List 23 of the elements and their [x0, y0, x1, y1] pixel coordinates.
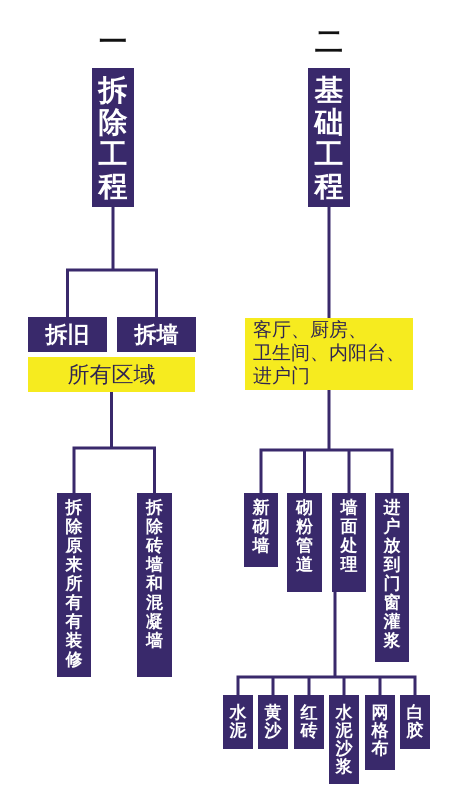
connector-line — [328, 207, 330, 318]
task-box: 拆除原来所有有装修 — [57, 493, 91, 677]
section-number: 二 — [314, 28, 344, 56]
heading-box: 基础工程 — [308, 68, 350, 207]
material-box: 网格布 — [365, 695, 395, 770]
material-box: 红砖 — [294, 695, 324, 749]
connector-line — [110, 392, 156, 493]
task-box: 新砌墙 — [244, 493, 278, 567]
task-box: 砌粉管道 — [287, 493, 322, 592]
material-box: 水泥 — [223, 695, 253, 749]
heading-box: 拆除工程 — [92, 68, 134, 207]
area-box: 所有区域 — [28, 357, 195, 392]
area-box: 客厅、厨房、卫生间、内阳台、进户门 — [245, 318, 413, 390]
task-box: 拆除砖墙和混凝墙 — [137, 493, 172, 677]
section-number: 一 — [98, 28, 128, 56]
task-box: 拆墙 — [117, 317, 196, 352]
task-box: 拆旧 — [28, 317, 107, 352]
material-box: 黄沙 — [258, 695, 288, 749]
connector-line — [112, 207, 158, 317]
task-box: 进户放到门窗灌浆 — [375, 493, 409, 662]
material-box: 白胶 — [400, 695, 430, 749]
task-box: 墙面处理 — [332, 493, 366, 592]
material-box: 水泥沙浆 — [329, 695, 359, 784]
